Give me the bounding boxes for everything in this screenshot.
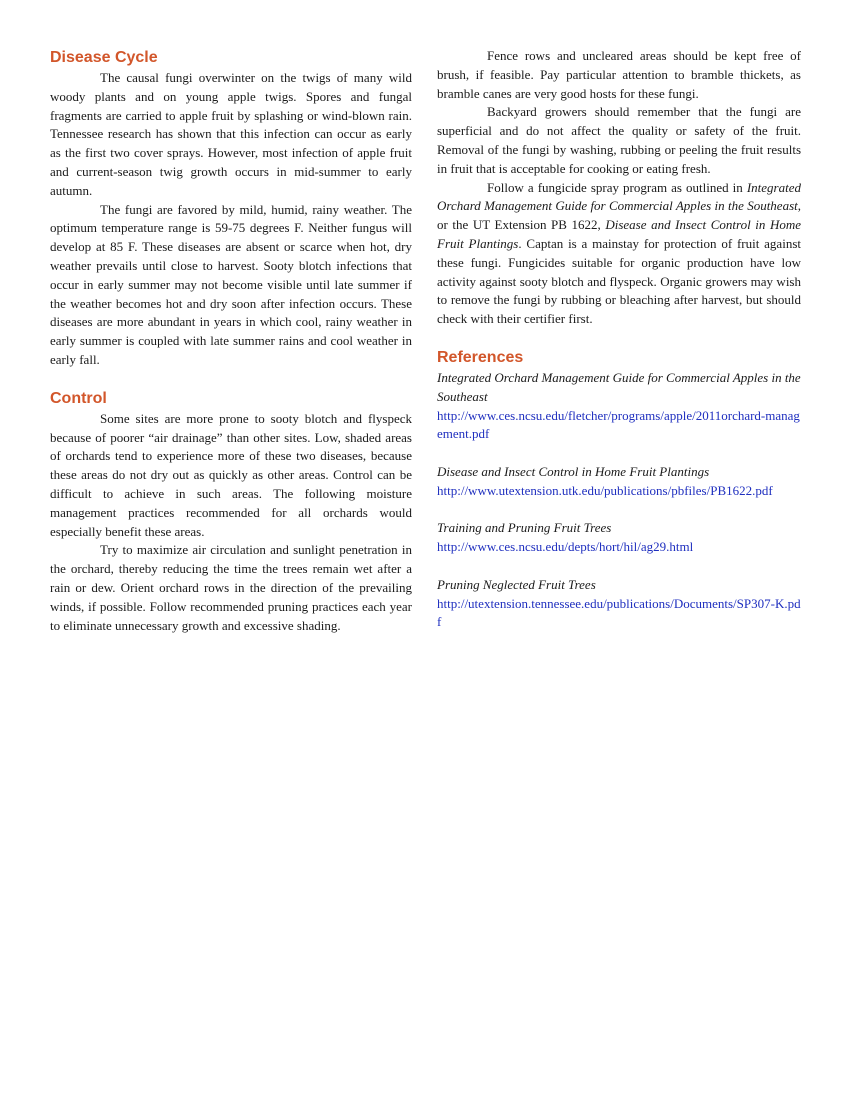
reference-item: Integrated Orchard Management Guide for … <box>437 369 801 444</box>
control-paragraph-1: Some sites are more prone to sooty blotc… <box>50 410 412 539</box>
orchard-guide-citation: Integrated Orchard Management Guide for … <box>437 179 801 214</box>
section-spacer <box>50 370 412 388</box>
reference-title: Pruning Neglected Fruit Trees <box>437 576 596 592</box>
reference-item: Training and Pruning Fruit Trees http://… <box>437 519 801 557</box>
backyard-growers-paragraph: Backyard growers should remember that th… <box>437 104 801 176</box>
section-spacer <box>437 329 801 347</box>
disease-cycle-heading: Disease Cycle <box>50 49 158 66</box>
right-column: Fence rows and uncleared areas should be… <box>437 47 801 651</box>
reference-title: Disease and Insect Control in Home Fruit… <box>437 463 710 479</box>
left-column: Disease Cycle The causal fungi overwinte… <box>50 47 412 635</box>
fungicide-text-e: . Captan is a mainstay for protection of… <box>437 235 801 327</box>
control-heading: Control <box>50 389 107 407</box>
reference-link[interactable]: http://www.ces.ncsu.edu/fletcher/program… <box>437 407 800 442</box>
disease-cycle-paragraph-1: The causal fungi overwinter on the twigs… <box>50 70 412 198</box>
fence-rows-paragraph: Fence rows and uncleared areas should be… <box>437 48 801 101</box>
home-fruit-citation: Disease and Insect Control in Home Fruit… <box>437 217 801 251</box>
fungicide-program-paragraph: Follow a fungicide spray program as outl… <box>437 179 801 329</box>
control-paragraph-2: Try to maximize air circulation and sunl… <box>50 542 412 633</box>
reference-title: Integrated Orchard Management Guide for … <box>437 369 801 404</box>
reference-item: Disease and Insect Control in Home Fruit… <box>437 463 801 501</box>
reference-link[interactable]: http://www.ces.ncsu.edu/depts/hort/hil/a… <box>437 539 694 555</box>
reference-title: Training and Pruning Fruit Trees <box>437 520 612 536</box>
fungicide-text-c: , or the UT Extension PB 1622, <box>437 198 801 233</box>
references-heading: References <box>437 348 524 366</box>
fungicide-text-a: Follow a fungicide spray program as outl… <box>487 179 747 195</box>
reference-link[interactable]: http://www.utextension.utk.edu/publicati… <box>437 482 773 498</box>
reference-link[interactable]: http://utextension.tennessee.edu/publica… <box>437 595 801 630</box>
disease-cycle-paragraph-2: The fungi are favored by mild, humid, ra… <box>50 201 412 367</box>
reference-item: Pruning Neglected Fruit Trees http://ute… <box>437 576 801 632</box>
